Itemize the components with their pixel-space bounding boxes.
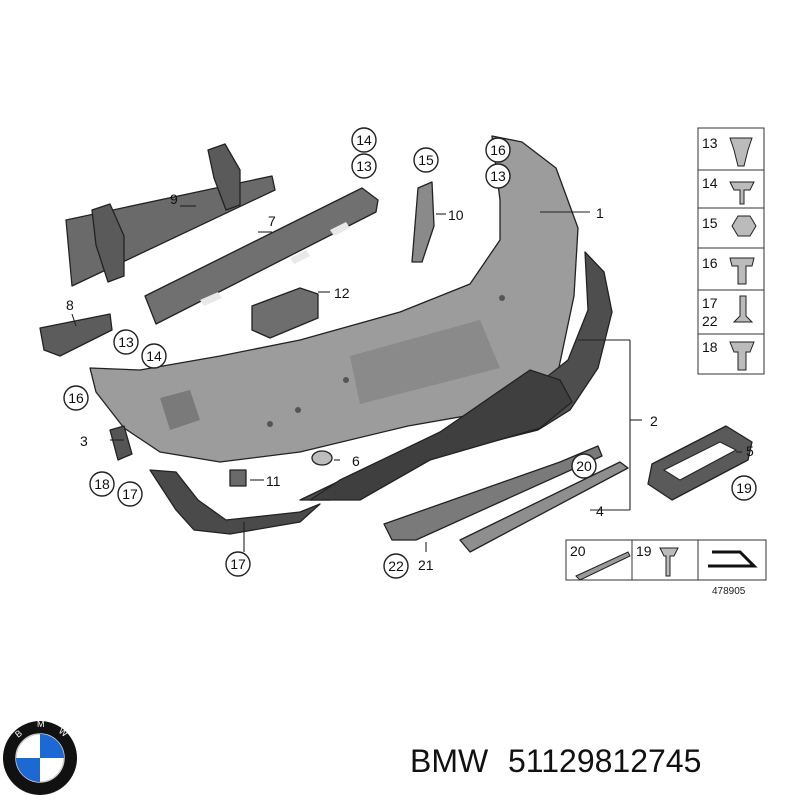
bottom-legend: 20 19 478905 [565,539,767,597]
callout-15: 15 [413,147,439,173]
moulding-clip-icon [575,551,631,581]
svg-text:13: 13 [356,158,372,174]
svg-text:17: 17 [230,556,246,572]
brand-name: BMW [410,743,489,779]
legend-item-13: 13 [702,135,718,151]
part-12-block [251,287,319,339]
label-1: 1 [596,205,604,221]
legend-item-14: 14 [702,175,718,191]
part-10-bracket [411,181,435,263]
part-8-bracket [39,313,113,357]
part-number: 51129812745 [508,743,701,779]
part-7-trim-strip [144,187,379,325]
legend-item-22: 22 [702,313,718,329]
part-3-reflector [109,425,133,461]
label-8: 8 [66,297,74,313]
legend-item-15: 15 [702,215,718,231]
svg-text:16: 16 [490,142,506,158]
label-7: 7 [268,213,276,229]
label-3: 3 [80,433,88,449]
leader-lines [71,205,742,552]
callout-16-left: 16 [63,385,89,411]
flange-bolt-icon [729,341,755,371]
svg-text:M: M [37,719,45,729]
part-5-plate-frame [647,425,753,501]
svg-text:15: 15 [418,152,434,168]
part-6-cap [311,450,333,466]
svg-text:14: 14 [356,132,372,148]
part-11-clip [229,469,247,487]
callout-13-right: 13 [485,163,511,189]
svg-text:17: 17 [122,486,138,502]
label-6: 6 [352,453,360,469]
callout-16-top: 16 [485,137,511,163]
part-9-carrier [65,143,276,287]
label-2: 2 [650,413,658,429]
part-2-diffuser [299,251,613,501]
svg-text:B: B [13,728,24,740]
label-11: 11 [266,473,281,489]
callout-13-top: 13 [351,153,377,179]
label-5: 5 [746,443,754,459]
part-17-lower-lip [149,469,321,535]
label-12: 12 [334,285,350,301]
fastener-legend: 13 14 15 16 17 22 18 [697,127,765,375]
legend-item-19: 19 [636,543,652,559]
bracket-symbol-icon [708,550,758,568]
callout-17-left: 17 [117,481,143,507]
svg-text:16: 16 [68,390,84,406]
callout-17-bottom: 17 [225,551,251,577]
bmw-logo-icon: B M W [3,719,77,795]
rivet-icon [732,295,754,323]
callout-20: 20 [571,453,597,479]
callout-18: 18 [89,471,115,497]
svg-text:22: 22 [388,558,404,574]
svg-text:13: 13 [118,334,134,350]
legend-item-20: 20 [570,543,586,559]
legend-item-17: 17 [702,295,718,311]
svg-text:20: 20 [576,458,592,474]
screw-icon [729,181,755,205]
self-tapping-screw-icon [659,547,679,577]
svg-text:14: 14 [146,348,162,364]
clip-nut-icon [729,137,753,167]
part-20-moulding [459,461,629,553]
part-21-strip [383,445,603,541]
hex-nut-icon [731,215,757,237]
legend-item-16: 16 [702,255,718,271]
svg-text:19: 19 [736,480,752,496]
label-4: 4 [596,503,604,519]
bolt-icon [729,257,755,285]
label-10: 10 [448,207,464,223]
label-21: 21 [418,557,434,573]
label-9: 9 [170,191,178,207]
svg-text:18: 18 [94,476,110,492]
part-1-bumper-cover [89,135,579,463]
callout-19: 19 [731,475,757,501]
callout-14-left: 14 [141,343,167,369]
diagram-id: 478905 [712,586,746,597]
svg-text:13: 13 [490,168,506,184]
callout-22: 22 [383,553,409,579]
callout-14-top: 14 [351,127,377,153]
legend-item-18: 18 [702,339,718,355]
callout-13-left: 13 [113,329,139,355]
